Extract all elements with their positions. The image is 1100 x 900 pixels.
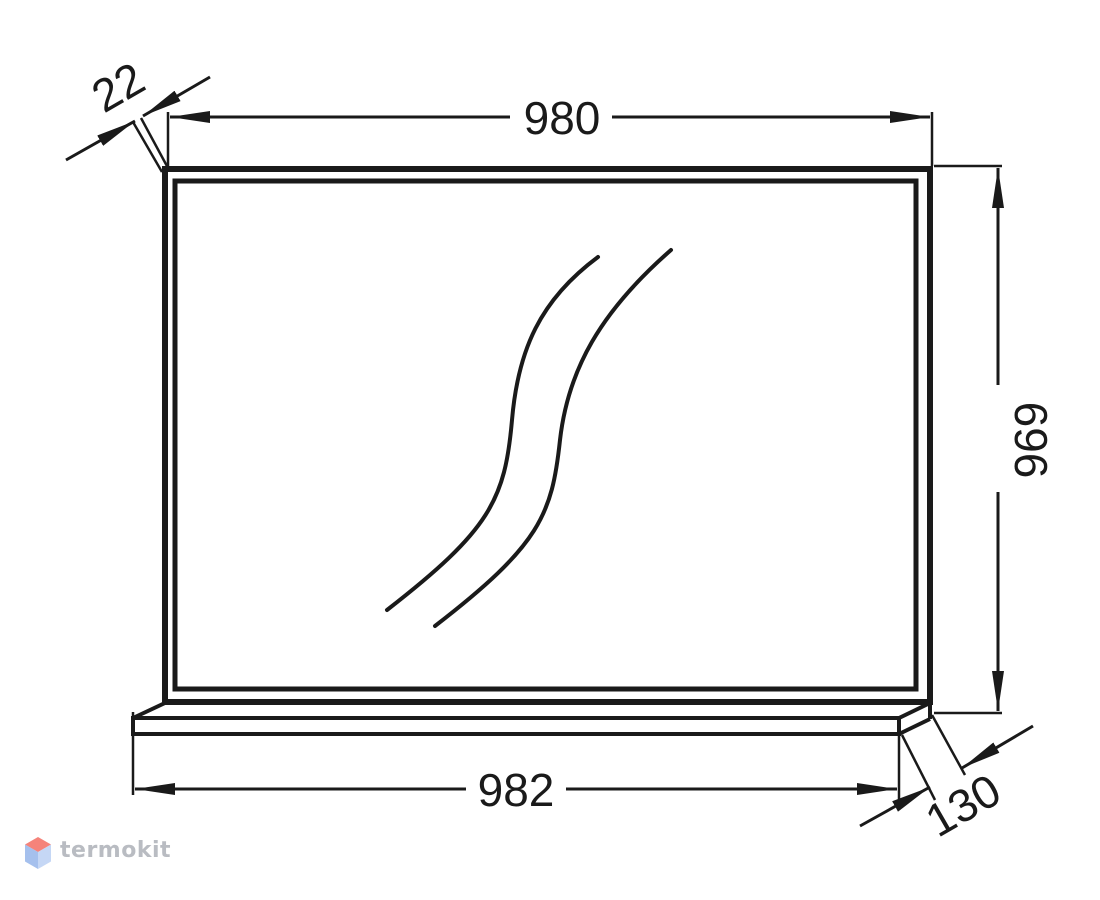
dimension-lines: [65, 75, 1034, 828]
mirror-frame: [162, 166, 933, 705]
shelf: [131, 701, 932, 736]
dim-label-width-shelf: 982: [478, 764, 555, 816]
dim-label-shelf-depth: 130: [917, 763, 1009, 846]
dim-line-130-a: [859, 785, 931, 828]
dim-line-22-b: [142, 75, 211, 118]
watermark-brand-text: termokit: [60, 838, 172, 863]
dim-label-frame-depth: 22: [83, 52, 153, 123]
shelf-top-edge: [132, 701, 931, 720]
reflection-curve-right: [433, 248, 673, 628]
dim-line-22-a: [65, 119, 136, 162]
extension-lines: [131, 112, 1002, 801]
dim-line-130-b: [961, 724, 1034, 770]
frame-inner: [172, 178, 919, 692]
hexagon-logo-icon: [25, 837, 51, 869]
shelf-side-edge: [898, 717, 931, 736]
dim-label-height: 696: [1005, 402, 1057, 479]
frame-outer: [162, 166, 933, 705]
shelf-front: [131, 716, 901, 736]
reflection-curve-left: [385, 255, 600, 612]
dim-label-width-top: 980: [524, 92, 601, 144]
mirror-reflection: [385, 248, 673, 628]
